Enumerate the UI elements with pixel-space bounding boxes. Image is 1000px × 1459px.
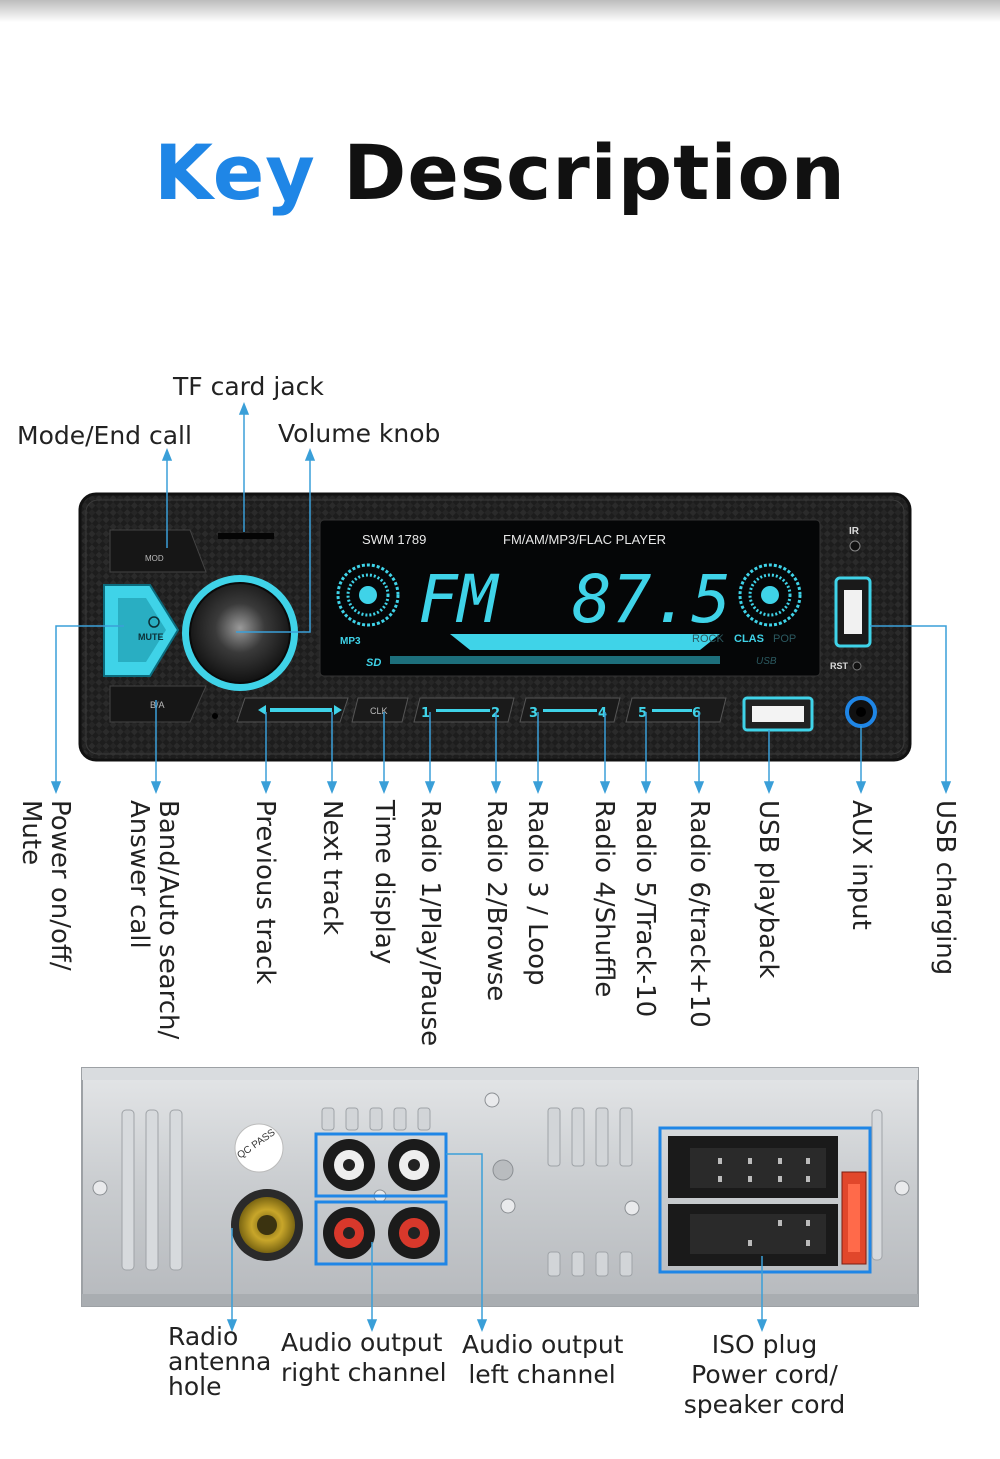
eq-indicator: EQ	[667, 633, 683, 645]
usb-playback-port[interactable]	[742, 696, 814, 732]
volume-knob[interactable]	[182, 575, 298, 691]
ir-label: IR	[849, 526, 860, 537]
player-type: FM/AM/MP3/FLAC PLAYER	[503, 532, 666, 547]
label-radio-5: Radio 5/Track-10	[630, 800, 660, 1018]
page-title: Key Description	[0, 128, 1000, 217]
reset-button[interactable]	[852, 661, 862, 671]
right-spectrum-circle	[738, 563, 802, 627]
next-track-icon	[334, 705, 342, 715]
label-iso-plug: ISO plug Power cord/ speaker cord	[683, 1330, 846, 1419]
label-radio-antenna: Radio antenna hole	[168, 1322, 272, 1401]
svg-text:MOD: MOD	[145, 554, 164, 563]
clas-indicator: CLAS	[734, 633, 764, 645]
top-callouts	[161, 401, 316, 633]
mute-button[interactable]: MUTE	[103, 584, 180, 677]
qc-pass-sticker: QC PASS	[234, 1123, 284, 1173]
mp3-indicator: MP3	[340, 636, 361, 647]
title-description: Description	[343, 128, 846, 217]
rock-indicator: ROCK	[692, 633, 724, 645]
svg-text:3: 3	[529, 706, 538, 721]
preset-1-2-button[interactable]: 1 2	[413, 697, 515, 723]
preset-5-6-button[interactable]: 5 6	[625, 697, 727, 723]
label-audio-right: Audio output right channel	[281, 1328, 447, 1387]
spectrum-bars	[390, 634, 720, 664]
label-usb-charging: USB charging	[930, 800, 960, 976]
model-name: SWM 1789	[362, 532, 426, 547]
antenna-socket[interactable]	[231, 1189, 303, 1261]
label-mode-end-call: Mode/End call	[17, 421, 192, 450]
side-callouts	[50, 625, 952, 795]
label-power-mute: Power on/off/Mute	[16, 800, 75, 971]
aux-input-jack[interactable]	[845, 696, 877, 728]
iso-plug[interactable]	[658, 1126, 872, 1274]
label-radio-2: Radio 2/Browse	[481, 800, 511, 1002]
label-volume-knob: Volume knob	[278, 419, 441, 448]
prev-next-button[interactable]	[236, 697, 349, 723]
svg-text:CLK: CLK	[370, 706, 388, 716]
svg-text:4: 4	[598, 706, 607, 721]
power-icon	[148, 616, 160, 628]
band-answer-button[interactable]: B/A	[109, 685, 207, 723]
rca-red-2[interactable]	[388, 1207, 440, 1259]
usb-indicator: USB	[756, 656, 777, 667]
usb-charging-port[interactable]	[834, 576, 872, 648]
rst-label: RST	[830, 661, 849, 671]
ir-sensor	[849, 540, 861, 552]
svg-text:6: 6	[692, 706, 701, 721]
rca-outputs	[314, 1132, 448, 1266]
previous-track-icon	[258, 705, 266, 715]
preset-3-4-button[interactable]: 3 4	[519, 697, 621, 723]
band-readout: FM	[418, 561, 500, 638]
label-next-track: Next track	[317, 800, 347, 936]
clk-button[interactable]: CLK	[351, 697, 409, 723]
title-key: Key	[154, 128, 316, 217]
svg-text:MUTE: MUTE	[138, 632, 164, 642]
label-time-display: Time display	[369, 800, 399, 965]
label-usb-playback: USB playback	[753, 800, 783, 979]
svg-text:B/A: B/A	[150, 700, 165, 710]
label-radio-6: Radio 6/track+10	[684, 800, 714, 1028]
microphone-hole	[212, 713, 218, 719]
sd-indicator: SD	[366, 657, 381, 669]
label-band-answer: Band/Auto search/Answer call	[124, 800, 183, 1040]
tf-card-slot[interactable]	[218, 533, 274, 539]
svg-text:1: 1	[421, 706, 430, 721]
label-audio-left: Audio output left channel	[462, 1330, 624, 1389]
top-shadow	[0, 0, 1000, 22]
label-previous-track: Previous track	[250, 800, 280, 985]
rca-white-1[interactable]	[323, 1139, 375, 1191]
frequency-readout: 87.5	[572, 561, 731, 638]
front-panel	[78, 492, 912, 762]
left-spectrum-circle	[336, 563, 400, 627]
label-radio-4: Radio 4/Shuffle	[589, 800, 619, 998]
label-radio-1: Radio 1/Play/Pause	[415, 800, 445, 1047]
mode-button[interactable]: MOD	[109, 529, 207, 573]
rca-red-1[interactable]	[323, 1207, 375, 1259]
label-radio-3: Radio 3 / Loop	[522, 800, 552, 986]
label-tf-card: TF card jack	[173, 372, 324, 401]
rca-white-2[interactable]	[388, 1139, 440, 1191]
label-aux-input: AUX input	[846, 800, 876, 930]
bottom-callouts	[226, 1153, 768, 1333]
pop-indicator: POP	[773, 633, 796, 645]
svg-text:5: 5	[638, 706, 647, 721]
